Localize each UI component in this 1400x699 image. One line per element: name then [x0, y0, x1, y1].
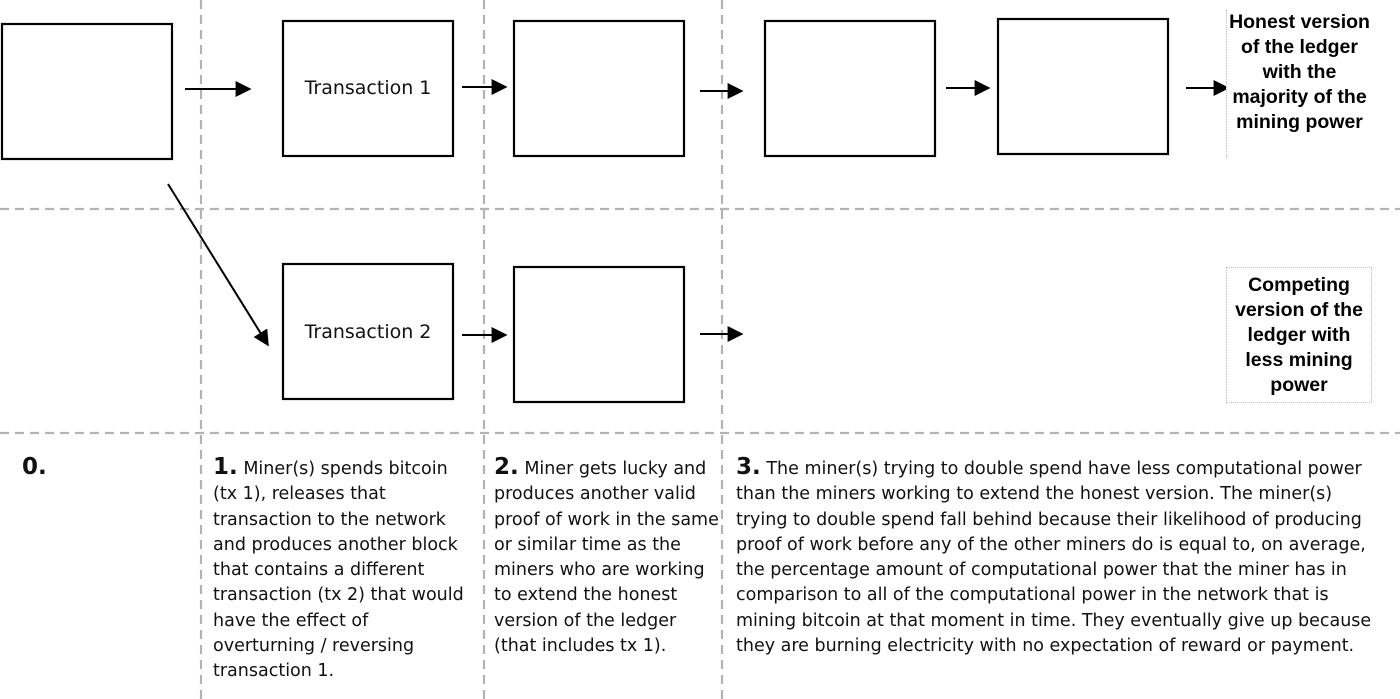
- transaction-1-label: Transaction 1: [304, 77, 432, 99]
- competing-ledger-label: Competing version of the ledger with les…: [1226, 267, 1372, 403]
- genesis-block: [0, 22, 174, 161]
- honest-ledger-label: Honest version of the ledger with the ma…: [1226, 10, 1372, 158]
- step-1-text: Miner(s) spends bitcoin (tx 1), releases…: [213, 459, 464, 682]
- competing-block-1: [281, 262, 455, 401]
- step-2-text: Miner gets lucky and produces another va…: [494, 459, 719, 657]
- step-2: 2. Miner gets lucky and produces another…: [494, 454, 719, 659]
- step-1-number: 1.: [213, 454, 238, 480]
- step-3: 3. The miner(s) trying to double spend h…: [736, 454, 1386, 659]
- honest-block-3: [763, 19, 937, 158]
- step-0-number: 0.: [22, 454, 47, 480]
- honest-block-2: [512, 19, 686, 158]
- step-1: 1. Miner(s) spends bitcoin (tx 1), relea…: [213, 454, 475, 685]
- honest-block-4: [996, 17, 1170, 156]
- arrow-genesis-to-tx2: [167, 183, 269, 347]
- step-3-text: The miner(s) trying to double spend have…: [736, 459, 1372, 657]
- transaction-2-label: Transaction 2: [304, 321, 432, 343]
- chain-arrows: [167, 79, 1230, 347]
- step-2-number: 2.: [494, 454, 519, 480]
- ledger-blocks: [0, 17, 1170, 404]
- step-0: 0.: [22, 454, 172, 482]
- honest-block-1: [281, 19, 455, 158]
- competing-block-2: [512, 265, 686, 404]
- step-3-number: 3.: [736, 454, 761, 480]
